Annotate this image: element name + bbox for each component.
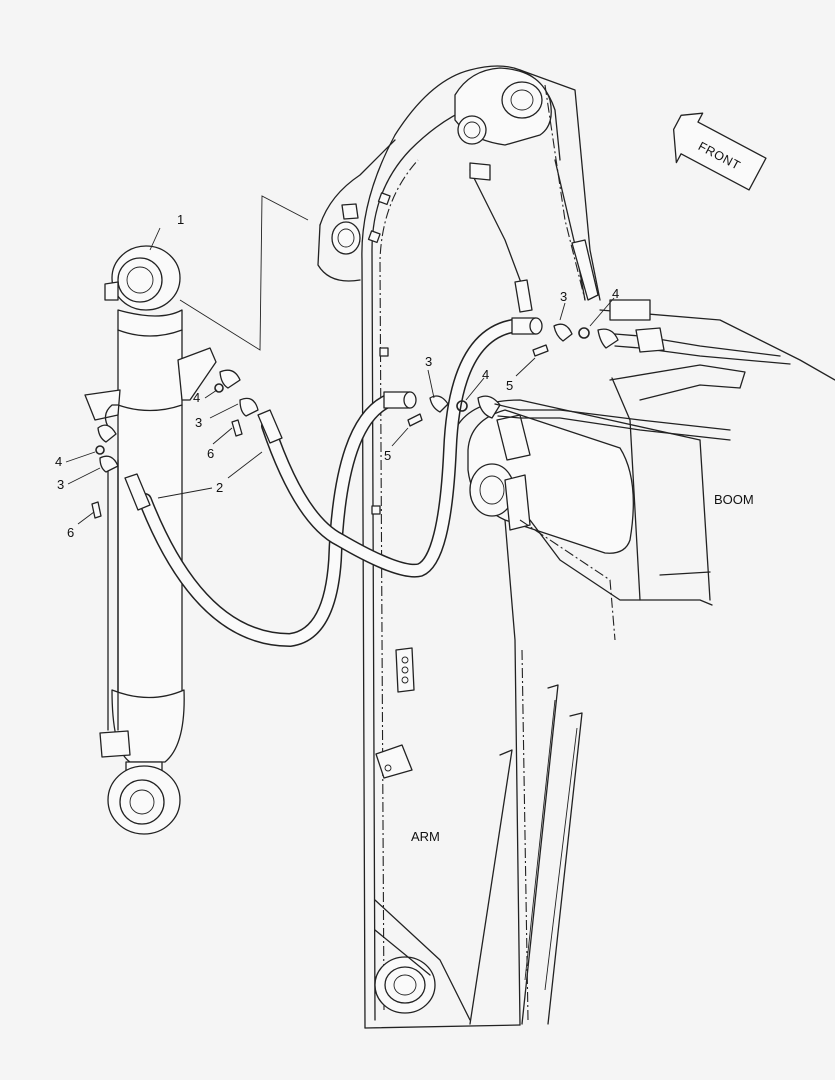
callout-2: 2 — [216, 480, 223, 495]
hydraulic-cylinder — [84, 245, 217, 835]
callout-numbers: 1 2 4 3 6 4 3 6 3 4 5 3 4 5 — [55, 212, 619, 540]
arm-label: ARM — [411, 829, 440, 844]
callout-6: 6 — [67, 525, 74, 540]
callout-3: 3 — [560, 289, 567, 304]
flange-fittings — [91, 323, 791, 519]
callout-3: 3 — [57, 477, 64, 492]
callout-1: 1 — [177, 212, 184, 227]
callout-5: 5 — [384, 448, 391, 463]
callout-5: 5 — [506, 378, 513, 393]
callout-6: 6 — [207, 446, 214, 461]
arm-top-pin-hole — [501, 81, 543, 119]
reference-lines — [65, 195, 615, 525]
callout-4: 4 — [193, 390, 200, 405]
front-arrow: FRONT — [672, 112, 767, 191]
callout-3: 3 — [425, 354, 432, 369]
callout-4: 4 — [612, 286, 619, 301]
arm-plate — [375, 744, 413, 779]
boom-structure — [454, 299, 835, 641]
arm-structure — [317, 65, 601, 1029]
arm-block-bracket — [395, 647, 415, 693]
callout-4: 4 — [55, 454, 62, 469]
callout-4: 4 — [482, 367, 489, 382]
boom-label: BOOM — [714, 492, 754, 507]
callout-3: 3 — [195, 415, 202, 430]
hose-2 — [124, 317, 543, 648]
